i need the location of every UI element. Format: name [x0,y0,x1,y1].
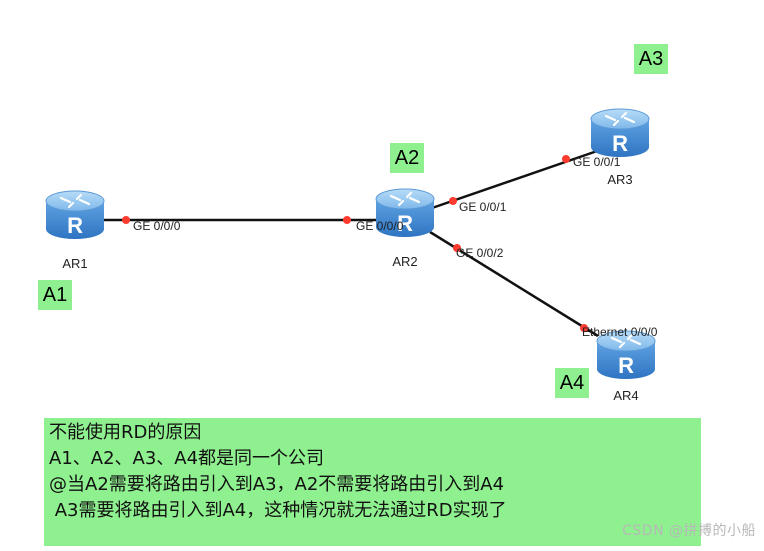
port-label-ar1-ge000: GE 0/0/0 [133,219,181,233]
svg-text:R: R [612,131,628,156]
note-line-3: A3需要将路由引入到A4，这种情况就无法通过RD实现了 [49,500,507,521]
note-line-1: A1、A2、A3、A4都是同一个公司 [49,448,325,469]
explanation-note: 不能使用RD的原因 A1、A2、A3、A4都是同一个公司 @当A2需要将路由引入… [44,418,701,546]
link-ar2-ar3 [431,148,601,210]
port-label-ar2-ge002: GE 0/0/2 [456,246,504,260]
svg-text:R: R [397,211,413,236]
router-ar2-icon: R [375,188,435,237]
site-label-a3: A3 [634,44,668,74]
router-ar4-icon: R [596,330,656,379]
port-dot-ar2-ge002 [453,244,461,252]
router-label-ar4: AR4 [613,388,638,403]
port-label-ar3-ge001: GE 0/0/1 [573,155,621,169]
router-label-ar3: AR3 [607,172,632,187]
note-line-title: 不能使用RD的原因 [49,422,202,443]
site-label-a2: A2 [390,143,424,173]
port-label-ar4-eth000: Ethernet 0/0/0 [582,325,658,339]
router-label-ar2: AR2 [392,254,417,269]
site-label-a1: A1 [38,280,72,310]
router-ar3-icon: R [590,108,650,157]
port-label-ar2-ge000: GE 0/0/0 [356,219,404,233]
port-dot-ar2-ge001 [449,197,457,205]
site-label-a4: A4 [555,368,589,398]
router-ar1-icon: R [45,190,105,239]
port-label-ar2-ge001: GE 0/0/1 [459,200,507,214]
port-dot-ar3-ge001 [562,155,570,163]
port-dot-ar2-ge000 [343,216,351,224]
csdn-watermark: CSDN @拼搏的小船 [622,523,756,539]
router-label-ar1: AR1 [62,256,87,271]
port-dot-ar1-ge000 [122,216,130,224]
svg-text:R: R [67,213,83,238]
svg-text:R: R [618,353,634,378]
note-line-2: @当A2需要将路由引入到A3，A2不需要将路由引入到A4 [49,474,505,495]
port-dot-ar4-eth000 [580,324,588,332]
